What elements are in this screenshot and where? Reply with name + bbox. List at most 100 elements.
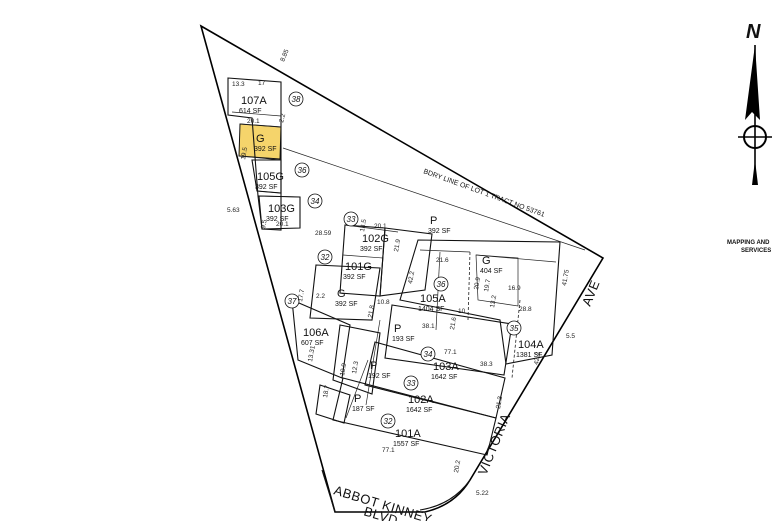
north-arrow-icon: [738, 45, 772, 185]
unit-label: 105A: [420, 293, 446, 305]
unit-label: 106A: [303, 327, 329, 339]
parcel-number: 32: [384, 417, 393, 426]
unit-area: 392 SF: [335, 301, 358, 308]
unit-label: 102A: [408, 394, 434, 406]
parcel-number: 36: [298, 166, 307, 175]
dimension-label: 20.1: [374, 223, 387, 230]
unit-area: 392 SF: [266, 216, 289, 223]
unit-area: 614 SF: [239, 108, 262, 115]
dimension-label: 20.2: [453, 459, 462, 473]
dimension-label: 20.1: [247, 118, 260, 125]
dimension-label: 21.3: [495, 395, 504, 409]
unit-label: P: [394, 323, 401, 335]
parcel-number-circle: [403, 375, 419, 391]
unit-area: 392 SF: [428, 228, 451, 235]
parcel-number-circle: [343, 211, 359, 227]
dimension-label: 5.22: [476, 490, 489, 497]
parcel-number: 36: [437, 280, 446, 289]
parcel-number: 34: [424, 350, 433, 359]
parcel-number-circle: [420, 346, 436, 362]
dimension-label: 10: [458, 308, 466, 315]
dimension-label: 42.2: [533, 351, 542, 365]
dimension-label: 2.2: [316, 293, 325, 300]
dimension-label: 28.59: [315, 230, 332, 237]
unit-area: 187 SF: [352, 406, 375, 413]
dimension-label: 13.3: [232, 81, 245, 88]
branding-line-2: SERVICES: [741, 248, 771, 254]
parcel-number-circle: [294, 162, 310, 178]
unit-label: G: [482, 255, 491, 267]
west-block: [291, 299, 381, 424]
unit-label: G: [256, 133, 265, 145]
dimension-label: 8.85: [279, 48, 290, 63]
parcel-number: 32: [321, 253, 330, 262]
dimension-label: 21.9: [393, 238, 402, 252]
street-ave: AVE: [579, 278, 603, 308]
middle-garages: [309, 224, 433, 321]
parcel-number: 33: [407, 379, 416, 388]
parcel-number-circle: [506, 320, 522, 336]
parcel-number: 33: [347, 215, 356, 224]
dimension-label: 21.6: [449, 316, 458, 330]
dimension-label: 41.75: [561, 269, 571, 287]
dimension-label: 28.8: [519, 306, 532, 313]
abbot-kinney-curb: [321, 469, 336, 513]
dimension-label: 19.5: [240, 146, 249, 160]
dimension-label: 12.3: [351, 360, 360, 374]
dimension-label: 42.2: [407, 270, 416, 284]
dimension-label: 16.9: [508, 285, 521, 292]
unit-area: 392 SF: [255, 184, 278, 191]
parcel-number: 37: [288, 297, 297, 306]
unit-label: 101A: [395, 428, 421, 440]
dimension-label: 21.8: [367, 304, 376, 318]
unit-label: 104A: [518, 339, 544, 351]
upper-building: [227, 77, 301, 231]
street-victoria: VICTORIA: [475, 411, 513, 477]
dimension-label: 10.8: [377, 299, 390, 306]
dimension-label: 13.31: [307, 345, 317, 363]
unit-area: 193 SF: [392, 336, 415, 343]
unit-area: 392 SF: [343, 274, 366, 281]
parcel-number-circle: [307, 193, 323, 209]
dimension-label: 13.2: [489, 294, 498, 308]
north-label: N: [746, 21, 761, 43]
right-buildings: [332, 239, 561, 456]
unit-area: 1557 SF: [393, 441, 419, 448]
victoria-curb: [419, 479, 471, 511]
dimension-label: 17: [258, 80, 266, 87]
unit-area: 1381 SF: [516, 352, 542, 359]
parcel-number: 34: [311, 197, 320, 206]
dimension-label: 17.7: [297, 288, 306, 302]
dimension-label: 21.6: [436, 257, 449, 264]
dimension-label: 20.1: [276, 221, 289, 228]
dimension-label: 18.5: [359, 218, 368, 232]
dimension-label: 38.3: [480, 361, 493, 368]
dimension-label: 18.7: [322, 384, 331, 398]
parcel-number-circle: [380, 413, 396, 429]
dimension-label: 20.9: [473, 276, 482, 290]
unit-label: 102G: [362, 233, 389, 245]
unit-label: P: [354, 393, 361, 405]
unit-label: 101G: [345, 261, 372, 273]
unit-label: G: [337, 288, 346, 300]
unit-area: 1642 SF: [406, 407, 432, 414]
dimension-label: 77.1: [382, 447, 395, 454]
unit-area: 1404 SF: [418, 306, 444, 313]
dimension-label: 38.1: [422, 323, 435, 330]
unit-area: 607 SF: [301, 340, 324, 347]
